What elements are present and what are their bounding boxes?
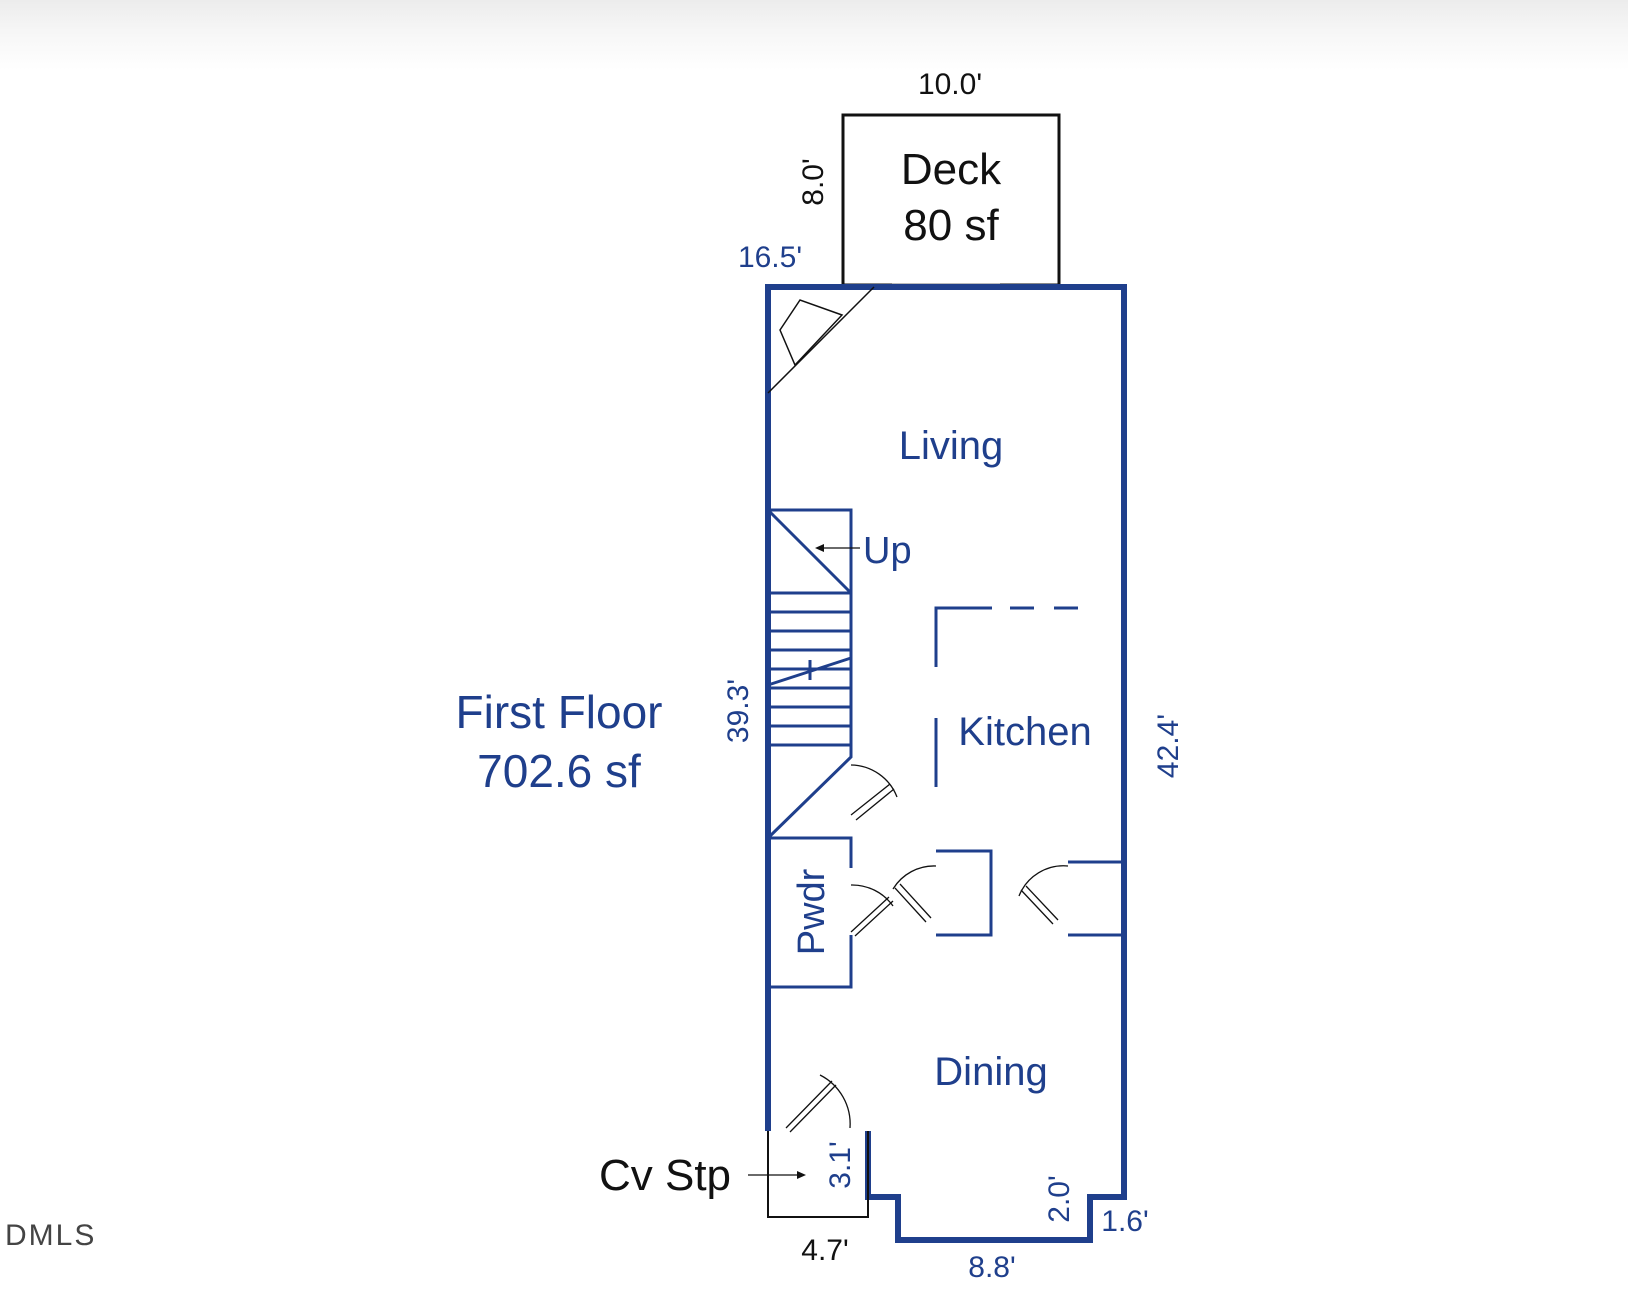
- deck-depth-label: 8.0': [797, 158, 830, 205]
- pantry-closet: [936, 849, 993, 937]
- dim-bump-width: 8.8': [968, 1251, 1015, 1284]
- watermark: DMLS: [5, 1219, 96, 1252]
- dim-step-width: 4.7': [801, 1234, 848, 1267]
- floor-name: First Floor: [456, 686, 663, 738]
- room-living: Living: [899, 424, 1004, 468]
- deck-name: Deck: [901, 145, 1002, 194]
- dim-left-side: 39.3': [722, 679, 755, 743]
- covered-step-outline: [767, 1131, 869, 1218]
- floor-area: 702.6 sf: [477, 745, 641, 797]
- up-arrow-head: [815, 544, 824, 552]
- room-covered-step: Cv Stp: [599, 1151, 731, 1200]
- deck-area: 80 sf: [903, 201, 999, 250]
- room-dining: Dining: [934, 1050, 1047, 1094]
- cv-step-arrow-head: [797, 1171, 806, 1179]
- top-shadow: [0, 0, 1628, 70]
- dim-bump-offset: 1.6': [1101, 1205, 1148, 1238]
- dim-step-depth: 3.1': [824, 1141, 857, 1188]
- stair-outline: [766, 508, 853, 840]
- kitchen-outline: [934, 606, 992, 667]
- dim-bump-depth: 2.0': [1043, 1175, 1076, 1222]
- exterior-walls: [765, 284, 1127, 1243]
- utility-closet: [1068, 860, 1124, 937]
- deck-outline: [841, 113, 1061, 287]
- fireplace-icon: [779, 299, 844, 367]
- room-stairs-up: Up: [863, 530, 912, 572]
- fireplace-diagonal: [767, 286, 875, 394]
- room-powder: Pwdr: [791, 868, 833, 955]
- deck-width-label: 10.0': [918, 68, 982, 101]
- room-kitchen: Kitchen: [958, 710, 1091, 754]
- powder-room-walls: [768, 836, 853, 989]
- dim-top-left: 16.5': [738, 241, 802, 274]
- dim-right-side: 42.4': [1152, 714, 1185, 778]
- stair-landing-diagonal: [766, 508, 853, 595]
- door-swings: [785, 764, 1069, 1133]
